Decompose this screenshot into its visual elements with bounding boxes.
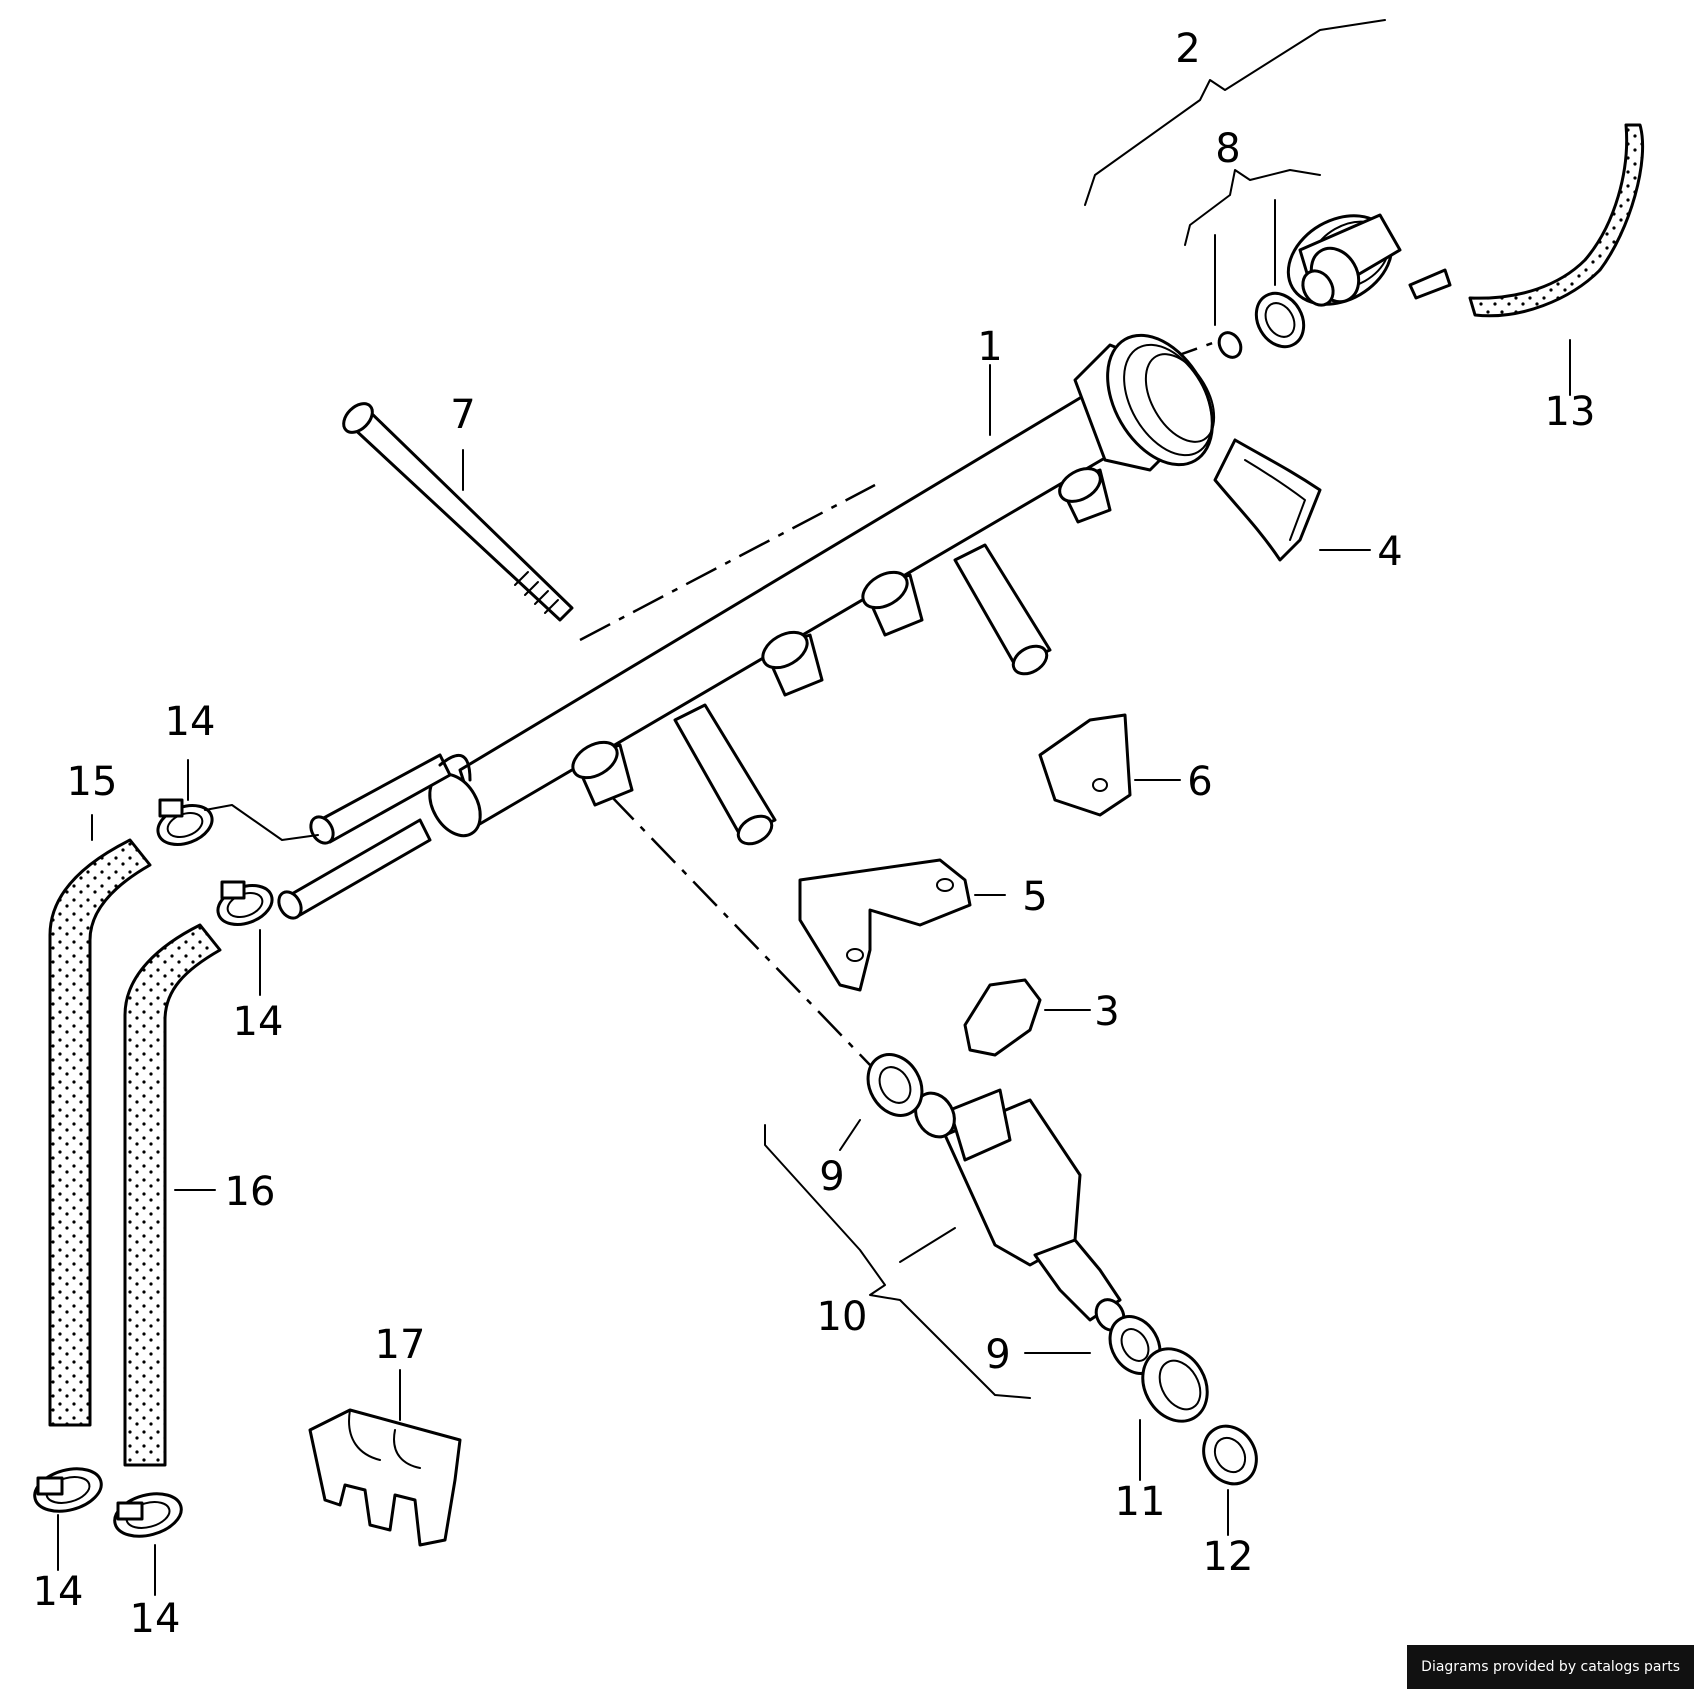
callout-8: 8: [1215, 126, 1240, 172]
callout-11: 11: [1115, 1479, 1166, 1525]
callout-14: 14: [233, 999, 284, 1045]
callout-14: 14: [33, 1569, 84, 1615]
callout-12: 12: [1203, 1534, 1254, 1580]
injector-cup: [571, 740, 634, 807]
bracket-6: [1038, 713, 1132, 817]
fuel-injector: [914, 1088, 1126, 1332]
callout-15: 15: [67, 759, 118, 805]
fuel-hose-16: [125, 925, 220, 1465]
callout-9: 9: [819, 1154, 844, 1200]
bracket-5: [798, 858, 972, 992]
callout-7: 7: [450, 392, 475, 438]
hose-clamp: [216, 880, 274, 926]
callout-16: 16: [225, 1169, 276, 1215]
callout-1: 1: [977, 324, 1002, 370]
callout-14: 14: [165, 699, 216, 745]
seal-12: [1202, 1424, 1258, 1486]
callout-3: 3: [1094, 989, 1119, 1035]
mounting-bolt: [342, 402, 574, 622]
callout-6: 6: [1187, 759, 1212, 805]
callout-labels: 2 8 1 13 4 7 6 5 3 14 15 14 16 9 10 9 11…: [33, 26, 1596, 1642]
injector-cup: [1058, 467, 1112, 524]
callout-5: 5: [1022, 874, 1047, 920]
callout-9: 9: [985, 1332, 1010, 1378]
leader-lines: [57, 19, 1571, 1596]
o-ring-small: [1217, 331, 1243, 359]
callout-14: 14: [130, 1596, 181, 1642]
seal-11: [1141, 1347, 1209, 1423]
callout-13: 13: [1545, 389, 1596, 435]
fuel-rail: [277, 333, 1236, 1066]
fuel-hose-15: [50, 840, 150, 1425]
callout-17: 17: [375, 1322, 426, 1368]
fuel-pressure-regulator: [1286, 213, 1452, 307]
hose-clamp: [156, 798, 214, 846]
injector-cup: [861, 570, 924, 637]
callout-10: 10: [817, 1294, 868, 1340]
seal-9-upper: [866, 1053, 924, 1117]
retaining-clip: [1213, 438, 1322, 562]
injector-cup: [761, 630, 824, 697]
hose-clamp: [113, 1492, 183, 1538]
clip-3: [963, 978, 1042, 1057]
watermark-credit: Diagrams provided by catalogs parts: [1407, 1645, 1694, 1689]
hose-clamp: [33, 1467, 103, 1513]
vacuum-hose: [1470, 125, 1643, 316]
callout-4: 4: [1377, 529, 1402, 575]
callout-2: 2: [1175, 26, 1200, 72]
hose-holder: [308, 1408, 462, 1547]
